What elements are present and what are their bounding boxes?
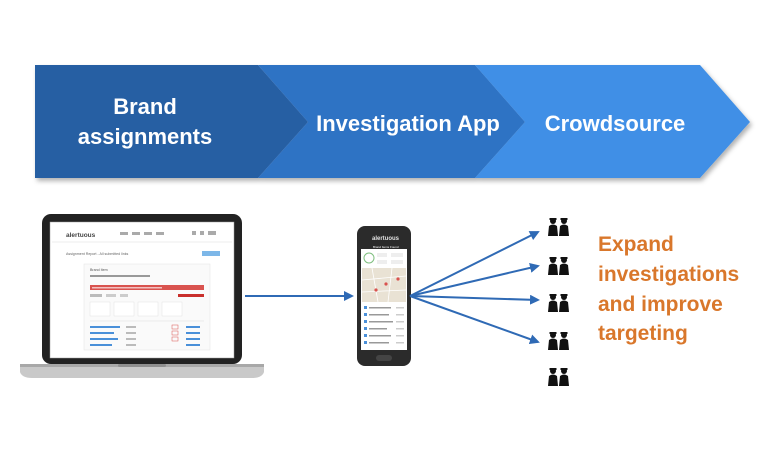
fan-out-arrows (409, 231, 540, 344)
person-pair-icon (548, 218, 569, 236)
laptop-card-title: Brand Item (90, 268, 108, 272)
laptop-screen-content: alertuous Assignment Report - All submit… (52, 231, 232, 351)
phone-brand-logo: alertuous (372, 236, 400, 242)
step-label-line: assignments (77, 123, 213, 149)
arrow-to-person-2 (409, 262, 540, 297)
arrow-to-person-4 (409, 295, 540, 344)
people-group (548, 218, 569, 386)
chevron-crowdsource (475, 65, 750, 178)
chevron-brand-assignments (35, 65, 308, 178)
laptop-page-heading: Assignment Report - All submitted links (66, 252, 129, 256)
phone-list (364, 306, 404, 344)
outcome-line: investigations (598, 262, 740, 286)
laptop-brand-logo: alertuous (66, 232, 96, 239)
phone-header: Brand Items Found (373, 245, 399, 249)
step-label-investigation-app: Investigation App (316, 111, 500, 136)
person-pair-icon (548, 368, 569, 386)
person-pair-icon (548, 294, 569, 312)
chevron-investigation-app (258, 65, 525, 178)
process-chevrons (35, 65, 750, 178)
outcome-line: and improve (598, 292, 723, 316)
laptop-icon: alertuous Assignment Report - All submit… (20, 214, 264, 378)
arrow-to-person-3 (409, 294, 540, 305)
step-label-line: Brand (113, 94, 177, 119)
outcome-line: targeting (598, 322, 688, 346)
step-label-brand-assignments: Brand assignments (50, 92, 240, 151)
outcome-line: Expand (598, 233, 674, 256)
person-pair-icon (548, 257, 569, 275)
phone-icon: alertuous Brand Items Found (357, 226, 411, 366)
outcome-text: Expand investigations and improve target… (598, 230, 768, 349)
person-pair-icon (548, 332, 569, 350)
arrow-to-person-1 (409, 231, 540, 297)
step-label-crowdsource: Crowdsource (544, 111, 686, 136)
